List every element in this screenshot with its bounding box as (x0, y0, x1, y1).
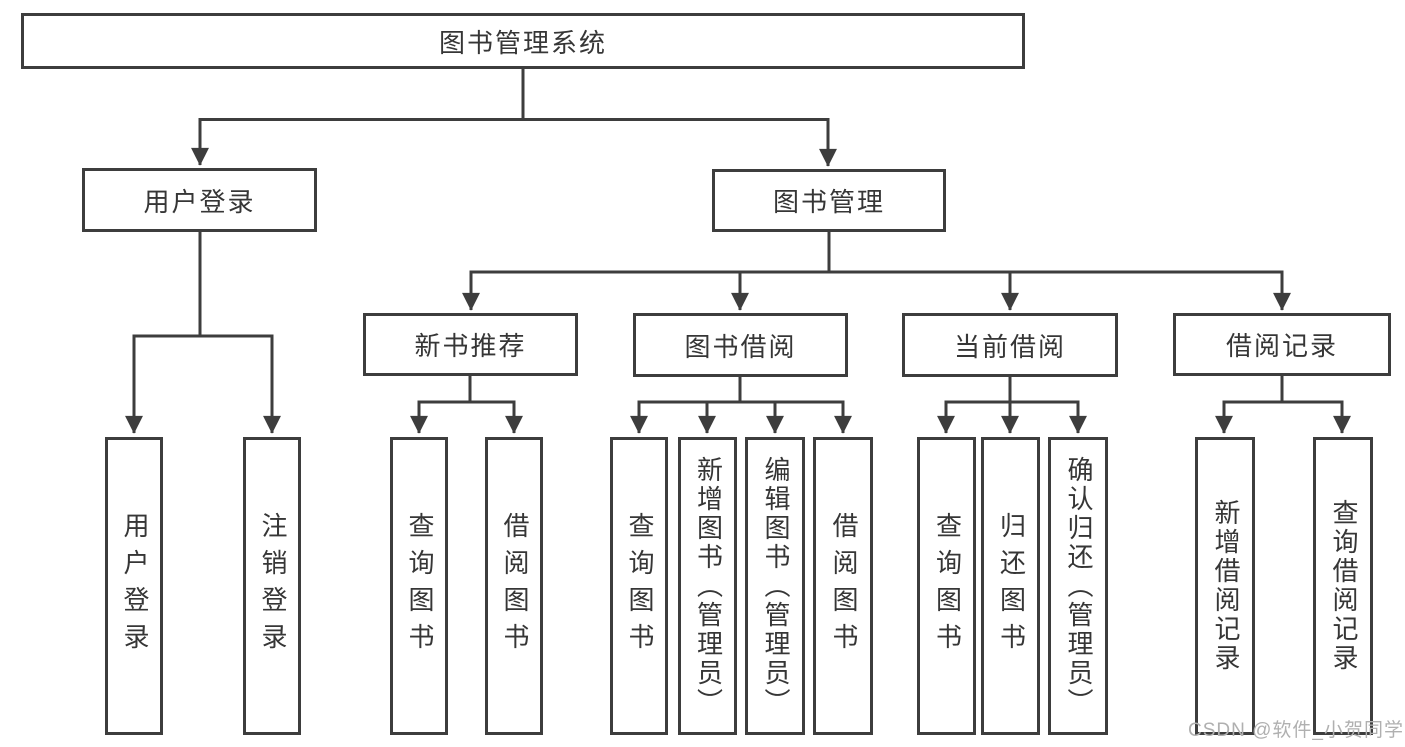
node-root: 图书管理系统 (21, 13, 1025, 69)
node-leaf-edit-books-admin-label: 编辑图书（管理员） (760, 455, 791, 717)
node-borrowing-records: 借阅记录 (1173, 313, 1391, 376)
node-leaf-query-borrow-record: 查询借阅记录 (1313, 437, 1373, 735)
node-book-borrowing-label: 图书借阅 (684, 331, 797, 362)
node-leaf-add-books-admin-label: 新增图书（管理员） (693, 455, 724, 717)
node-user-login-label: 用户登录 (143, 186, 256, 217)
node-leaf-confirm-return-admin: 确认归还（管理员） (1048, 437, 1108, 735)
node-root-label: 图书管理系统 (438, 27, 607, 58)
node-leaf-borrow-books: 借阅图书 (813, 437, 873, 735)
node-leaf-query-books-recommend-label: 查询图书 (404, 512, 435, 660)
node-book-management: 图书管理 (712, 169, 946, 232)
node-current-borrowing-label: 当前借阅 (953, 331, 1066, 362)
node-leaf-user-login-label: 用户登录 (119, 512, 150, 660)
node-new-book-recommend: 新书推荐 (363, 313, 578, 376)
node-leaf-query-books-borrow-label: 查询图书 (624, 512, 655, 660)
node-book-borrowing: 图书借阅 (633, 313, 848, 377)
node-leaf-borrow-books-recommend-label: 借阅图书 (499, 512, 530, 660)
node-borrowing-records-label: 借阅记录 (1225, 331, 1338, 361)
node-leaf-edit-books-admin: 编辑图书（管理员） (745, 437, 805, 735)
watermark: CSDN @软件_小贺同学 (1188, 720, 1404, 741)
node-leaf-logout: 注销登录 (243, 437, 301, 735)
node-leaf-query-books-recommend: 查询图书 (390, 437, 448, 735)
node-leaf-user-login: 用户登录 (105, 437, 163, 735)
node-book-management-label: 图书管理 (772, 187, 885, 217)
node-leaf-return-books-label: 归还图书 (996, 512, 1027, 660)
node-current-borrowing: 当前借阅 (902, 313, 1118, 377)
node-leaf-borrow-books-recommend: 借阅图书 (485, 437, 543, 735)
node-leaf-query-books-current-label: 查询图书 (932, 512, 963, 660)
node-leaf-confirm-return-admin-label: 确认归还（管理员） (1063, 455, 1094, 717)
node-leaf-query-borrow-record-label: 查询借阅记录 (1328, 499, 1359, 673)
node-leaf-query-books-borrow: 查询图书 (610, 437, 668, 735)
node-leaf-add-books-admin: 新增图书（管理员） (678, 437, 737, 735)
node-new-book-recommend-label: 新书推荐 (414, 331, 527, 361)
node-leaf-add-borrow-record-label: 新增借阅记录 (1210, 499, 1241, 673)
node-leaf-query-books-current: 查询图书 (917, 437, 976, 735)
node-leaf-logout-label: 注销登录 (257, 512, 288, 660)
node-user-login: 用户登录 (82, 168, 317, 232)
node-leaf-return-books: 归还图书 (981, 437, 1040, 735)
node-leaf-borrow-books-label: 借阅图书 (828, 512, 859, 660)
node-leaf-add-borrow-record: 新增借阅记录 (1195, 437, 1255, 735)
